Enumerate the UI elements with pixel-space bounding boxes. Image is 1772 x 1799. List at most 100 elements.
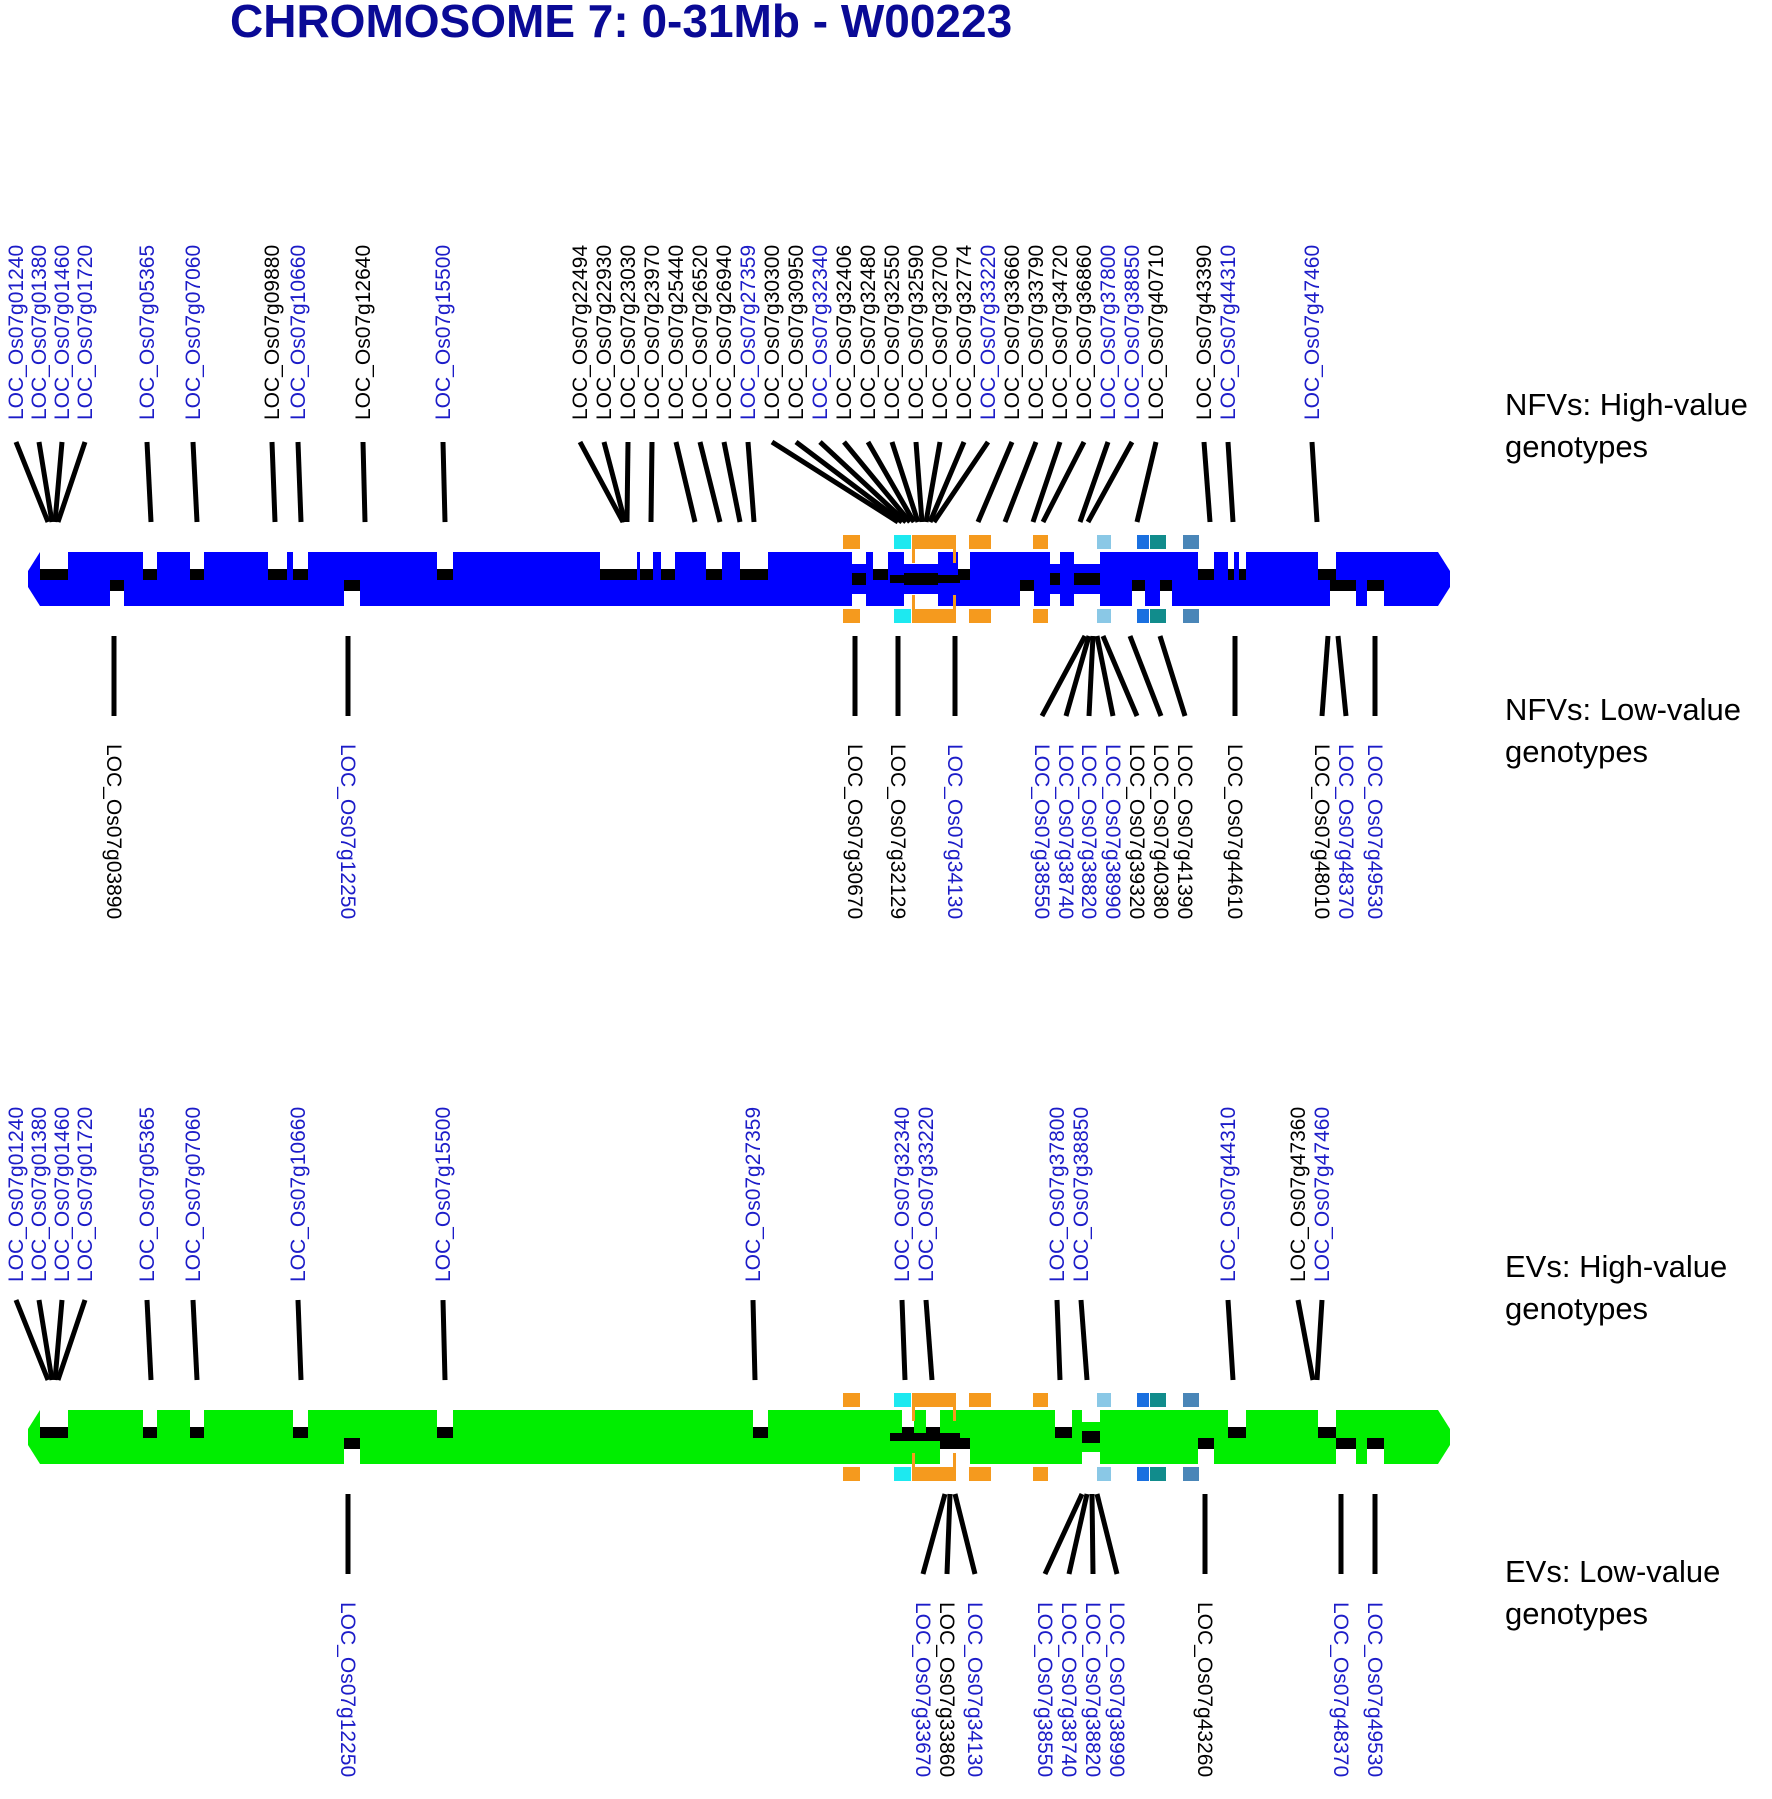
nfv-chromosome-band xyxy=(890,575,960,583)
ev-low-connector xyxy=(1066,1493,1090,1575)
ev-chromosome-notch xyxy=(293,1410,308,1427)
nfv-chromosome-notch xyxy=(600,552,637,569)
nfv-low-gene-label: LOC_Os07g38740 xyxy=(1054,744,1077,919)
nfv-high-connector xyxy=(931,440,991,524)
ev-high-gene-label: LOC_Os07g38850 xyxy=(1070,1107,1093,1282)
ev-high-gene-label: LOC_Os07g27359 xyxy=(742,1107,765,1282)
nfv-chromosome-band xyxy=(143,569,157,580)
ev-high-gene-label: LOC_Os07g01460 xyxy=(51,1107,74,1282)
nfv-marker-bottom xyxy=(912,609,956,623)
nfv-high-connector xyxy=(52,441,65,523)
ev-low-connector xyxy=(944,1493,953,1575)
ev-high-connector xyxy=(13,1299,51,1381)
nfv-high-gene-label: LOC_Os07g25440 xyxy=(665,245,688,420)
nfv-chromosome-notch xyxy=(1050,552,1060,564)
nfv-high-gene-label: LOC_Os07g36860 xyxy=(1073,245,1096,420)
ev-marker-bottom xyxy=(976,1467,991,1481)
nfv-high-connector xyxy=(842,440,912,524)
nfv-high-gene-label: LOC_Os07g22930 xyxy=(593,245,616,420)
nfv-high-connector xyxy=(794,440,904,524)
nfv-high-value-label: NFVs: High-value genotypes xyxy=(1505,387,1757,464)
ev-marker-top xyxy=(912,1393,956,1407)
nfv-low-gene-label: LOC_Os07g39320 xyxy=(1125,744,1148,919)
ev-chromosome-band xyxy=(143,1427,157,1438)
nfv-high-gene-label: LOC_Os07g22494 xyxy=(569,245,592,420)
ev-chromosome-band xyxy=(1367,1438,1384,1449)
ev-low-gene-label: LOC_Os07g38740 xyxy=(1057,1602,1080,1777)
ev-low-value-label: EVs: Low-value genotypes xyxy=(1505,1554,1729,1631)
ev-low-connector xyxy=(1094,1493,1120,1575)
ev-chromosome-notch xyxy=(1336,1449,1356,1464)
ev-marker-top xyxy=(1150,1393,1166,1407)
nfv-marker-bottom xyxy=(1183,609,1199,623)
nfv-high-gene-label: LOC_Os07g33220 xyxy=(977,245,1000,420)
nfv-chromosome-band xyxy=(110,580,124,591)
nfv-high-connector xyxy=(144,441,154,523)
nfv-chromosome-notch xyxy=(873,552,888,569)
ev-low-gene-label: LOC_Os07g49530 xyxy=(1363,1602,1386,1777)
nfv-high-connector xyxy=(1225,441,1236,523)
ev-chromosome-band xyxy=(437,1427,453,1438)
ev-low-gene-label: LOC_Os07g34130 xyxy=(963,1602,986,1777)
ev-marker-top xyxy=(1183,1393,1199,1407)
nfv-marker-top xyxy=(1150,535,1166,549)
nfv-low-gene-label: LOC_Os07g49530 xyxy=(1363,744,1386,919)
nfv-high-gene-label: LOC_Os07g44310 xyxy=(1217,245,1240,420)
nfv-chromosome-notch xyxy=(904,594,938,606)
ev-high-gene-label: LOC_Os07g10660 xyxy=(287,1107,310,1282)
nfv-chromosome-notch xyxy=(1020,591,1034,606)
ev-chromosome-band xyxy=(940,1438,970,1449)
nfv-high-gene-label: LOC_Os07g32480 xyxy=(857,245,880,420)
ev-low-connector xyxy=(952,1493,978,1575)
nfv-chromosome-notch xyxy=(958,552,970,569)
nfv-high-connector xyxy=(1030,441,1063,523)
nfv-high-connector xyxy=(721,441,743,523)
nfv-marker-top xyxy=(912,535,956,549)
nfv-chromosome-band xyxy=(40,569,68,580)
ev-high-gene-label: LOC_Os07g33220 xyxy=(915,1107,938,1282)
nfv-chromosome-notch xyxy=(143,552,157,569)
nfv-chromosome-notch xyxy=(1367,591,1384,606)
nfv-chromosome-notch xyxy=(268,552,287,569)
ev-low-gene-label: LOC_Os07g33670 xyxy=(911,1602,934,1777)
nfv-chromosome-notch xyxy=(293,552,308,569)
ev-chromosome-notch xyxy=(437,1410,453,1427)
nfv-high-gene-label: LOC_Os07g01240 xyxy=(5,245,28,420)
ev-chromosome-band xyxy=(344,1438,360,1449)
nfv-chromosome-body xyxy=(28,552,1450,606)
nfv-chromosome-notch xyxy=(1198,552,1214,569)
ev-chromosome-notch xyxy=(902,1410,914,1427)
nfv-high-connector xyxy=(923,441,943,523)
ev-high-connector xyxy=(750,1299,758,1381)
ev-high-connector xyxy=(1078,1299,1090,1381)
nfv-low-gene-label: LOC_Os07g12250 xyxy=(336,744,359,919)
nfv-chromosome-band xyxy=(1074,573,1100,585)
ev-low-gene-label: LOC_Os07g38820 xyxy=(1081,1602,1104,1777)
nfv-chromosome-band xyxy=(437,569,453,580)
nfv-high-gene-label: LOC_Os07g38850 xyxy=(1121,245,1144,420)
nfv-high-gene-label: LOC_Os07g26520 xyxy=(689,245,712,420)
ev-marker-bracket xyxy=(953,1453,956,1467)
ev-chromosome-notch xyxy=(926,1410,940,1427)
ev-high-gene-label: LOC_Os07g01720 xyxy=(74,1107,97,1282)
nfv-high-gene-label: LOC_Os07g10660 xyxy=(287,245,310,420)
nfv-high-connector xyxy=(36,441,55,523)
ev-low-connector xyxy=(920,1493,948,1575)
nfv-high-connector xyxy=(1201,441,1213,523)
ev-chromosome-band xyxy=(902,1427,914,1438)
nfv-marker-bracket xyxy=(912,595,915,609)
nfv-high-gene-label: LOC_Os07g07060 xyxy=(182,245,205,420)
ev-high-connector xyxy=(899,1299,908,1381)
nfv-low-gene-label: LOC_Os07g30670 xyxy=(843,744,866,919)
nfv-low-gene-label: LOC_Os07g48370 xyxy=(1334,744,1357,919)
nfv-high-gene-label: LOC_Os07g34720 xyxy=(1049,245,1072,420)
nfv-high-connectors xyxy=(13,439,1320,525)
ev-chromosome-band xyxy=(190,1427,204,1438)
nfv-chromosome-band xyxy=(293,569,308,580)
nfv-low-connector xyxy=(1100,635,1140,717)
nfv-high-connector xyxy=(601,441,628,523)
